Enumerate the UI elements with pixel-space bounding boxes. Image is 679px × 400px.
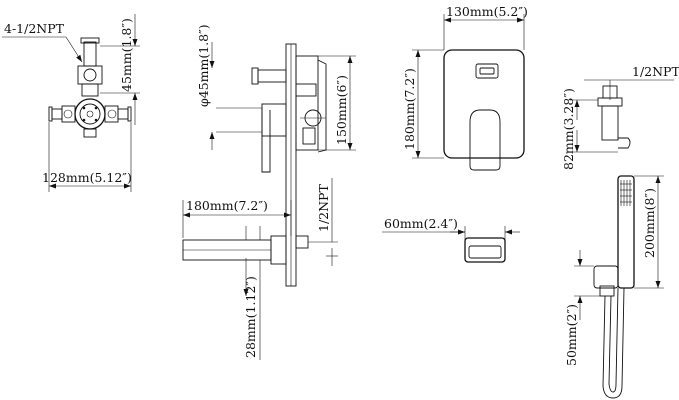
spout-length-label: 180mm(7.2″) <box>186 198 268 213</box>
plate-height-label: 180mm(7.2″) <box>402 68 417 150</box>
valve-width-label: 128mm(5.12″) <box>42 170 132 185</box>
hand-shower-drawing: 200mm(8″) 50mm(2″) <box>564 175 664 399</box>
side-height-label: 150mm(6″) <box>334 75 349 145</box>
spout-front-width-label: 60mm(2.4″) <box>384 216 458 231</box>
elbow-npt-label: 1/2NPT <box>632 64 679 79</box>
hose-holder-height-label: 50mm(2″) <box>564 304 579 366</box>
handshower-length-label: 200mm(8″) <box>642 188 657 258</box>
rough-in-valve-drawing: 4-1/2NPT 45mm(1.8″) <box>2 14 140 192</box>
wall-elbow-drawing: 1/2NPT 82mm(3.28″) <box>561 64 679 170</box>
side-diameter-label: φ45mm(1.8″) <box>196 24 211 107</box>
spout-npt-label: 1/2NPT <box>316 184 331 232</box>
side-view-drawing: φ45mm(1.8″) 150mm(6″) 180mm(7.2″ <box>182 24 356 360</box>
elbow-height-label: 82mm(3.28″) <box>561 88 576 170</box>
spout-height-label: 28mm(1.12″) <box>243 276 258 358</box>
trim-plate-drawing: 130mm(5.2″) 180mm(7.2″) <box>402 4 528 171</box>
valve-height-label: 45mm(1.8″) <box>119 18 134 92</box>
valve-npt-label: 4-1/2NPT <box>4 21 65 36</box>
spout-front-drawing: 60mm(2.4″) <box>382 216 520 263</box>
plate-width-label: 130mm(5.2″) <box>446 4 528 19</box>
